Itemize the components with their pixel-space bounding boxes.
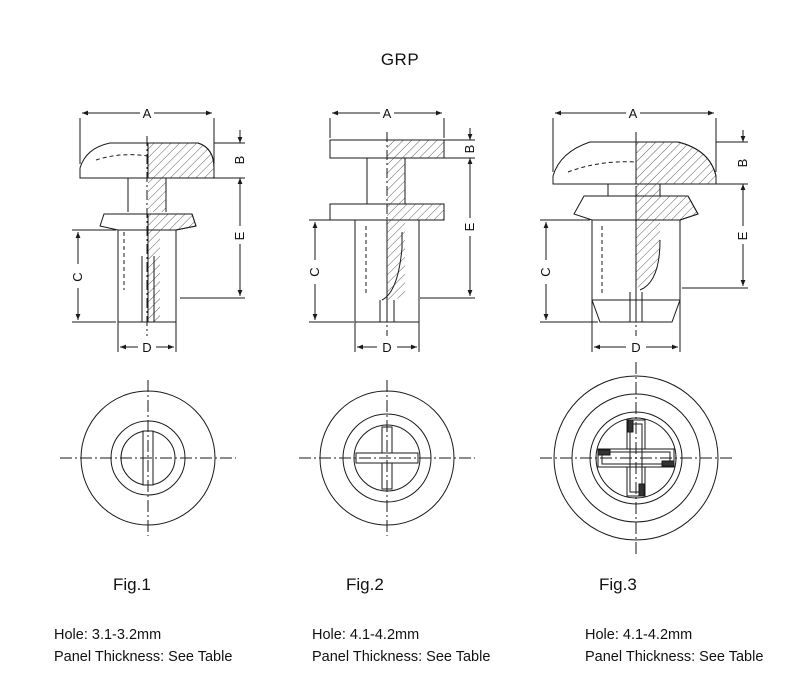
fig1-top-view [60,380,236,536]
fig3-dim-c: C [538,267,553,276]
fig3-dim-b: B [735,159,750,168]
fig1-dim-d: D [142,340,151,355]
fig3-dim-e: E [735,231,750,240]
fig1-dim-b: B [232,156,247,165]
fig2-top-view [299,380,475,536]
fig3-dim-d: D [631,340,640,355]
fig1-dim-e: E [232,231,247,240]
fig3-hole: Hole: 4.1-4.2mm [585,627,693,643]
fig1-side-view [72,110,245,352]
fig3-label: Fig.3 [599,575,637,594]
fig3-top-view [540,362,732,554]
fig2-spec: Hole: 4.1-4.2mm Panel Thickness: See Tab… [312,624,490,668]
fig2-dim-c: C [307,267,322,276]
fig2-dim-a: A [383,106,392,121]
fig2-panel-thickness: Panel Thickness: See Table [312,649,491,665]
fig3-spec: Hole: 4.1-4.2mm Panel Thickness: See Tab… [585,624,763,668]
fig2-side-view [309,110,475,352]
fig2-label: Fig.2 [346,575,384,594]
fig2-dim-d: D [382,340,391,355]
fig3-side-view [540,110,748,352]
fig1-label: Fig.1 [113,575,151,594]
fig1-dim-a: A [143,106,152,121]
fig2-dim-e: E [462,222,477,231]
fig3-panel-thickness: Panel Thickness: See Table [585,649,764,665]
fig2-dim-b: B [462,145,477,154]
fig1-panel-thickness: Panel Thickness: See Table [54,649,233,665]
fig3-dim-a: A [629,106,638,121]
drawing-title: GRP [380,50,420,69]
fig1-dim-c: C [70,272,85,281]
fig1-spec: Hole: 3.1-3.2mm Panel Thickness: See Tab… [54,624,232,668]
fig1-hole: Hole: 3.1-3.2mm [54,627,162,643]
fig2-hole: Hole: 4.1-4.2mm [312,627,420,643]
